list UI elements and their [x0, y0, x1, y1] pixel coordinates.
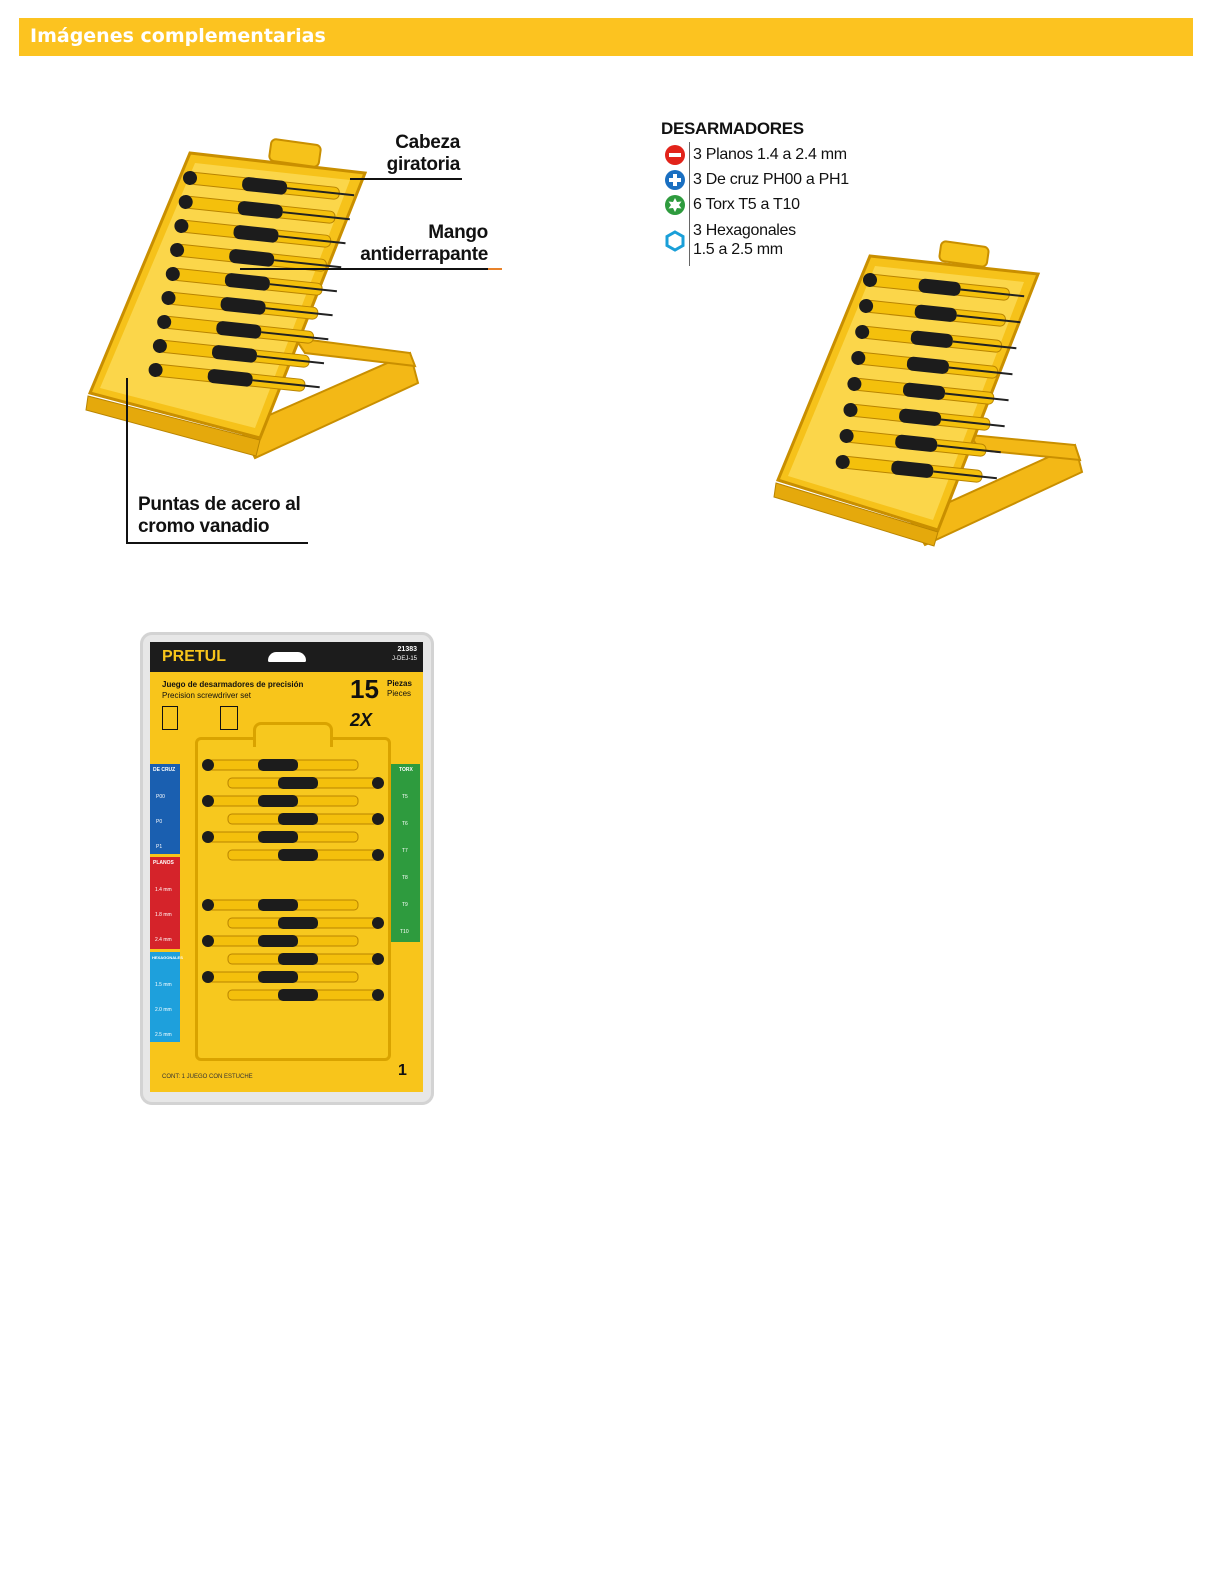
screwdriver [183, 171, 355, 200]
screwdriver [839, 429, 1001, 457]
package-warranty: 1 [398, 1062, 407, 1079]
hex-icon [665, 230, 685, 252]
package-resist-badge: 2X [350, 710, 373, 730]
screwdriver-case-photo [773, 240, 1084, 547]
callout-tips-leader-horizontal [126, 542, 308, 544]
screwdriver [174, 219, 346, 248]
torx-label-t6: T6 [402, 821, 408, 827]
torx-icon [665, 195, 685, 215]
torx-label-t8: T8 [402, 875, 408, 881]
callout-tips-line2: cromo vanadio [138, 516, 270, 537]
torx-label-t7: T7 [402, 848, 408, 854]
screwdriver [152, 339, 325, 368]
callout-rotating-head: Cabeza giratoria [360, 132, 461, 176]
package-pieces-es: Piezas [387, 679, 412, 688]
screwdriver [843, 403, 1005, 431]
hex-label-2: 2.0 mm [155, 1007, 172, 1013]
screwdriver [835, 455, 997, 483]
phillips-label-p0: P0 [156, 819, 163, 825]
screwdriver [170, 243, 342, 272]
package-case [195, 722, 391, 1061]
screwdriver [161, 291, 333, 320]
package-model: J-DEJ-15 [391, 656, 417, 662]
package-drivers [202, 759, 384, 1001]
package-photo: PRETUL 21383 J-DEJ-15 Juego de desarmado… [140, 632, 434, 1105]
legend-text-hex: 3 Hexagonales [693, 222, 796, 239]
screwdriver [851, 351, 1013, 379]
callout-head-line1: Cabeza [395, 132, 460, 153]
callout-chrome-vanadium-tips: Puntas de acero al cromo vanadio [138, 494, 338, 538]
screwdriver [227, 813, 384, 825]
package-card: PRETUL 21383 J-DEJ-15 Juego de desarmado… [150, 642, 423, 1092]
package-contents: CONT: 1 JUEGO CON ESTUCHE [162, 1074, 253, 1080]
torx-label-t5: T5 [402, 794, 408, 800]
callout-tips-leader-vertical [126, 378, 128, 544]
hex-column-header: HEXAGONALES [152, 955, 183, 960]
slotted-column-header: PLANOS [153, 860, 174, 866]
callout-tips-line1: Puntas de acero al [138, 494, 301, 515]
screwdriver [202, 935, 359, 947]
torx-column-header: TORX [399, 767, 413, 773]
screwdriver [227, 849, 384, 861]
screwdriver [165, 267, 338, 296]
package-title-en: Precision screwdriver set [162, 691, 251, 700]
hex-label-3: 2.5 mm [155, 1032, 172, 1038]
package-top-band: PRETUL 21383 J-DEJ-15 [150, 642, 423, 672]
screwdriver [227, 953, 384, 965]
screwdriver [227, 777, 384, 789]
torx-label-t9: T9 [402, 902, 408, 908]
package-pieces-en: Pieces [387, 689, 412, 698]
package-hang-hole [268, 652, 306, 662]
slotted-label-2: 1.8 mm [155, 912, 172, 918]
package-brand: PRETUL [162, 648, 226, 665]
section-title: Imágenes complementarias [30, 25, 326, 47]
hex-label-1: 1.5 mm [155, 982, 172, 988]
screwdriver [863, 273, 1025, 301]
torx-column: TORX T5 T6 T7 T8 T9 T10 [390, 764, 420, 942]
package-title-es: Juego de desarmadores de precisión [162, 680, 304, 689]
screwdriver-case-photo-annotated [85, 138, 420, 460]
callout-head-leader [350, 178, 462, 180]
callout-handle-leader-end [488, 268, 502, 270]
slotted-icon [665, 145, 685, 165]
phillips-column-header: DE CRUZ [153, 767, 176, 773]
screwdriver [157, 315, 329, 344]
legend-text-slotted: 3 Planos 1.4 a 2.4 mm [693, 146, 847, 163]
callout-handle-line2: antiderrapante [360, 244, 488, 265]
legend-title: DESARMADORES [661, 119, 804, 138]
legend-text-hex-sizes: 1.5 a 2.5 mm [693, 241, 783, 258]
slotted-label-1: 1.4 mm [155, 887, 172, 893]
screwdriver [847, 377, 1009, 405]
screwdriver [227, 917, 384, 929]
torx-label-t10: T10 [400, 929, 409, 935]
package-feature-icons [162, 706, 242, 730]
legend-text-torx: 6 Torx T5 a T10 [693, 196, 800, 213]
screwdriver [178, 195, 350, 224]
screwdriver [202, 759, 359, 771]
legend-text-phillips: 3 De cruz PH00 a PH1 [693, 171, 849, 188]
screwdriver [148, 363, 320, 392]
screwdriver [227, 989, 384, 1001]
callout-nonslip-handle: Mango antiderrapante [340, 222, 488, 266]
phillips-column: DE CRUZ P00 P0 P1 [150, 764, 180, 854]
screwdriver [855, 325, 1017, 353]
slotted-label-3: 2.4 mm [155, 937, 172, 943]
screwdriver [202, 795, 359, 807]
screwdriver [202, 971, 359, 983]
phillips-label-p00: P00 [156, 794, 165, 800]
hex-column: HEXAGONALES 1.5 mm 2.0 mm 2.5 mm [150, 952, 183, 1042]
screwdriver [202, 899, 359, 911]
callout-head-line2: giratoria [386, 154, 461, 175]
package-code: 21383 [397, 646, 417, 653]
section-header: Imágenes complementarias [19, 18, 1193, 56]
package-pieces-count: 15 [350, 674, 379, 704]
screwdriver [859, 299, 1021, 327]
callout-handle-leader [240, 268, 490, 270]
legend-divider [689, 142, 690, 266]
phillips-icon [665, 170, 685, 190]
screwdriver [202, 831, 359, 843]
phillips-label-p1: P1 [156, 844, 163, 850]
slotted-column: PLANOS 1.4 mm 1.8 mm 2.4 mm [150, 857, 180, 949]
callout-handle-line1: Mango [428, 222, 488, 243]
